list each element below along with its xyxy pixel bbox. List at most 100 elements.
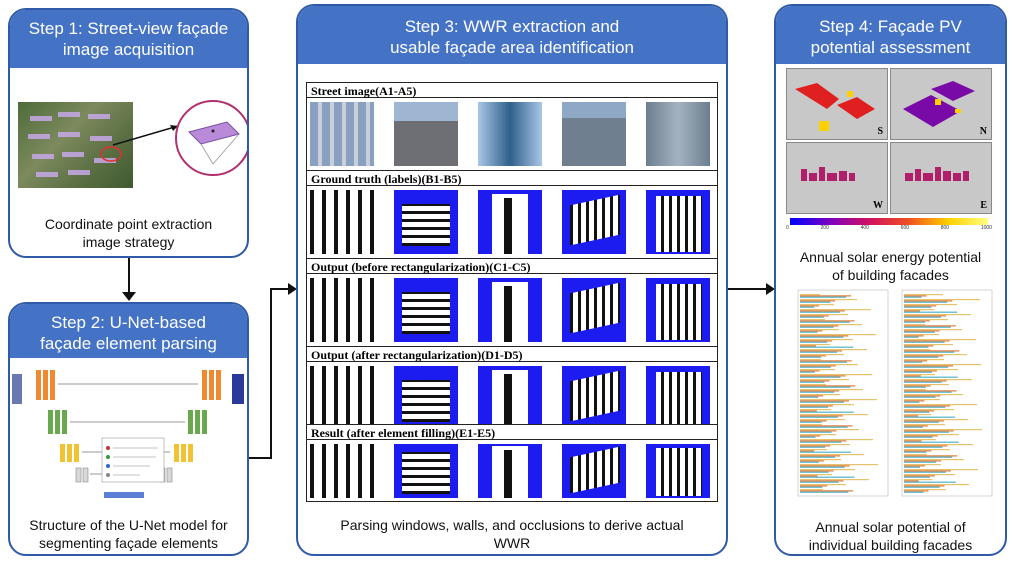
thumbnail-bar bbox=[904, 464, 941, 466]
thumbnail-bar bbox=[904, 459, 964, 461]
thumbnail-bar bbox=[904, 369, 958, 371]
thumbnail-bar bbox=[800, 329, 839, 331]
thumbnail-bar bbox=[800, 301, 831, 303]
thumbnail-bar bbox=[904, 410, 935, 412]
thumbnail-bar bbox=[800, 370, 820, 372]
street-image-a3 bbox=[478, 102, 542, 166]
thumbnail-bar bbox=[904, 429, 982, 431]
thumbnail-bar bbox=[800, 481, 839, 483]
thumbnail-bar bbox=[800, 355, 826, 357]
arrow-step1-to-step2 bbox=[128, 258, 130, 294]
thumbnail-bar bbox=[800, 296, 847, 298]
thumbnail-bar bbox=[904, 474, 955, 476]
thumbnail-bar bbox=[800, 374, 872, 376]
thumbnail-bar bbox=[904, 481, 956, 483]
thumbnail-bar bbox=[904, 411, 930, 413]
colorbar-tick: 600 bbox=[900, 225, 910, 231]
thumbnail-bar bbox=[904, 325, 956, 327]
output-after-d3 bbox=[478, 366, 542, 430]
colorbar-tick: 200 bbox=[820, 225, 829, 231]
step4-caption1-line2: of building facades bbox=[832, 267, 949, 283]
thumbnail-bar bbox=[904, 415, 918, 417]
thumbnail-bar bbox=[904, 409, 954, 411]
thumbnail-bar bbox=[800, 449, 827, 451]
thumbnail-bar bbox=[800, 344, 830, 346]
output-before-c3 bbox=[478, 278, 542, 342]
arrow-step2-h2 bbox=[270, 288, 290, 290]
thumbnail-bar bbox=[904, 299, 980, 301]
thumbnail-bar bbox=[904, 400, 925, 402]
thumbnail-bar bbox=[904, 414, 931, 416]
thumbnail-bar bbox=[800, 324, 862, 326]
step4-panel: Step 4: Façade PV potential assessment S… bbox=[774, 4, 1007, 556]
output-before-c2 bbox=[394, 278, 458, 342]
thumbnail-bar bbox=[904, 351, 955, 353]
thumbnail-bar bbox=[904, 339, 976, 341]
thumbnail-bar bbox=[904, 300, 953, 302]
step2-caption: Structure of the U-Net model for segment… bbox=[10, 516, 247, 552]
step4-title-line1: Step 4: Façade PV bbox=[819, 17, 962, 36]
colorbar-tick: 400 bbox=[860, 225, 869, 231]
result-e5 bbox=[646, 444, 710, 498]
thumbnail-bar bbox=[800, 475, 818, 477]
step3-panel: Step 3: WWR extraction and usable façade… bbox=[296, 4, 728, 556]
step3-caption: Parsing windows, walls, and occlusions t… bbox=[298, 516, 726, 552]
map-south: S bbox=[786, 68, 888, 140]
thumbnail-bar bbox=[800, 401, 845, 403]
thumbnail-bar bbox=[800, 396, 819, 398]
thumbnail-bar bbox=[904, 366, 949, 368]
thumbnail-bar bbox=[904, 404, 977, 406]
thumbnail-bar bbox=[800, 341, 828, 343]
thumbnail-bar bbox=[800, 424, 822, 426]
thumbnail-bar bbox=[800, 366, 831, 368]
thumbnail-bar bbox=[800, 430, 837, 432]
step1-title-line2: image acquisition bbox=[62, 40, 195, 59]
thumbnail-bar bbox=[904, 374, 935, 376]
thumbnail-bar bbox=[904, 461, 937, 463]
step1-caption-line2: image strategy bbox=[82, 234, 175, 250]
thumbnail-bar bbox=[904, 321, 925, 323]
thumbnail-bar bbox=[904, 484, 969, 486]
thumbnail-bar bbox=[904, 485, 945, 487]
step4-header: Step 4: Façade PV potential assessment bbox=[776, 6, 1005, 64]
thumbnail-bar bbox=[904, 336, 919, 338]
output-before-c5 bbox=[646, 278, 710, 342]
thumbnail-bar bbox=[904, 401, 920, 403]
step1-caption: Coordinate point extraction image strate… bbox=[10, 215, 247, 251]
thumbnail-bar bbox=[800, 405, 833, 407]
thumbnail-bar bbox=[800, 369, 835, 371]
thumbnail-bar bbox=[904, 385, 931, 387]
thumbnail-bar bbox=[904, 354, 967, 356]
map-label-n: N bbox=[979, 126, 987, 137]
row-label-result: Result (after element filling)(E1-E5) bbox=[306, 424, 718, 440]
thumbnail-bar bbox=[904, 394, 963, 396]
thumbnail-bar bbox=[800, 356, 821, 358]
thumbnail-bar bbox=[800, 404, 854, 406]
thumbnail-bar bbox=[800, 379, 849, 381]
thumbnail-bar bbox=[904, 314, 971, 316]
thumbnail-bar bbox=[800, 479, 869, 481]
thumbnail-bar bbox=[904, 380, 947, 382]
thumbnail-bar bbox=[800, 409, 831, 411]
thumbnail-bar bbox=[800, 410, 817, 412]
thumbnail-bar bbox=[800, 331, 818, 333]
output-after-d5 bbox=[646, 366, 710, 430]
thumbnail-bar bbox=[904, 384, 949, 386]
step4-caption1: Annual solar energy potential of buildin… bbox=[776, 248, 1005, 284]
thumbnail-bar bbox=[800, 431, 832, 433]
result-e3 bbox=[478, 444, 542, 498]
thumbnail-bar bbox=[904, 324, 925, 326]
thumbnail-bar bbox=[800, 420, 827, 422]
arrow-step2-v bbox=[270, 288, 272, 459]
thumbnail-bar bbox=[904, 436, 933, 438]
thumbnail-bar bbox=[904, 360, 928, 362]
thumbnail-bar bbox=[904, 361, 923, 363]
thumbnail-bar bbox=[800, 360, 852, 362]
map-west: W bbox=[786, 142, 888, 214]
thumbnail-bar bbox=[904, 316, 942, 318]
thumbnail-bar bbox=[800, 295, 852, 297]
thumbnail-bar bbox=[800, 365, 836, 367]
thumbnail-bar bbox=[800, 359, 821, 361]
thumbnail-bar bbox=[800, 350, 842, 352]
thumbnail-bar bbox=[800, 471, 829, 473]
